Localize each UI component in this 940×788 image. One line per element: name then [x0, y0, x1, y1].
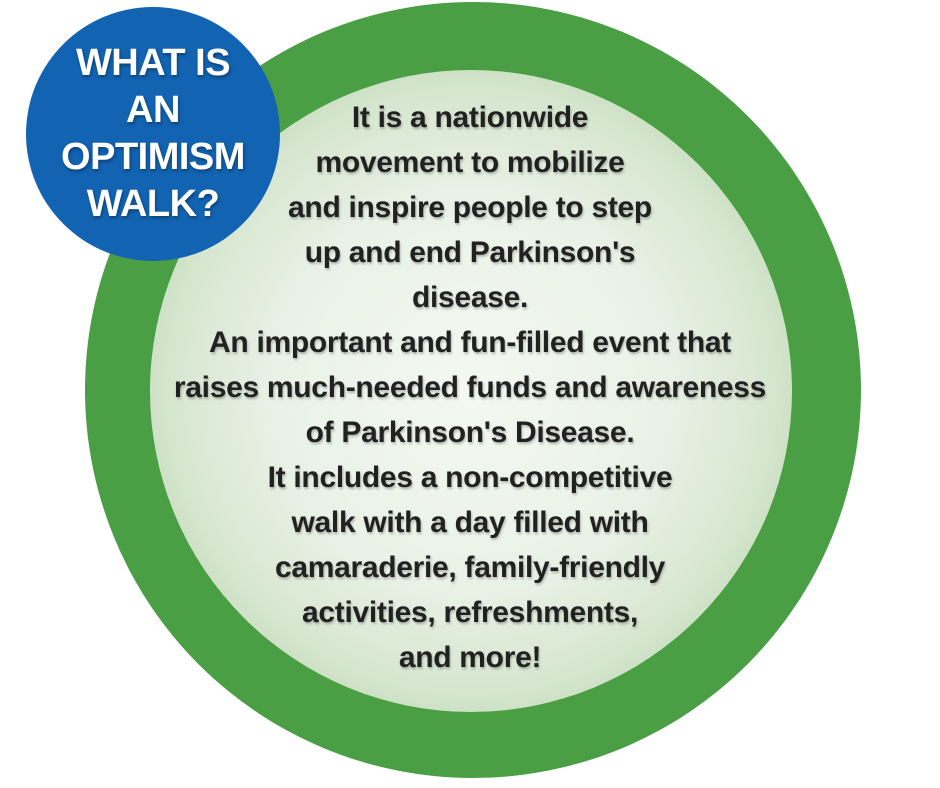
text-line: of Parkinson's Disease. — [305, 416, 635, 449]
text-line: and more! — [398, 641, 542, 674]
badge-line: WHAT IS — [75, 42, 231, 84]
text-line: camaraderie, family-friendly — [274, 551, 666, 584]
text-line: movement to mobilize — [315, 146, 625, 179]
text-line: An important and fun-filled event that — [209, 326, 731, 359]
badge-line: AN — [126, 89, 180, 131]
text-line: up and end Parkinson's — [304, 236, 636, 269]
paragraph-fundraiser-event: An important and fun-filled event that r… — [120, 320, 820, 455]
text-line: walk with a day filled with — [291, 506, 649, 539]
text-line: and inspire people to step — [288, 191, 652, 224]
text-line: disease. — [411, 281, 529, 314]
paragraph-nationwide-movement: It is a nationwide movement to mobilize … — [120, 95, 820, 320]
text-line: raises much-needed funds and awareness — [173, 371, 767, 404]
text-line: It is a nationwide — [351, 101, 589, 134]
text-line: activities, refreshments, — [302, 596, 638, 629]
paragraph-walk-activities: It includes a non-competitive walk with … — [120, 455, 820, 680]
title-badge-text: WHAT IS AN OPTIMISM WALK? — [61, 40, 245, 228]
badge-line: WALK? — [86, 183, 220, 225]
title-badge: WHAT IS AN OPTIMISM WALK? — [26, 7, 280, 261]
content-area: It is a nationwide movement to mobilize … — [120, 95, 820, 680]
badge-line: OPTIMISM — [61, 136, 245, 178]
text-line: It includes a non-competitive — [267, 461, 673, 494]
